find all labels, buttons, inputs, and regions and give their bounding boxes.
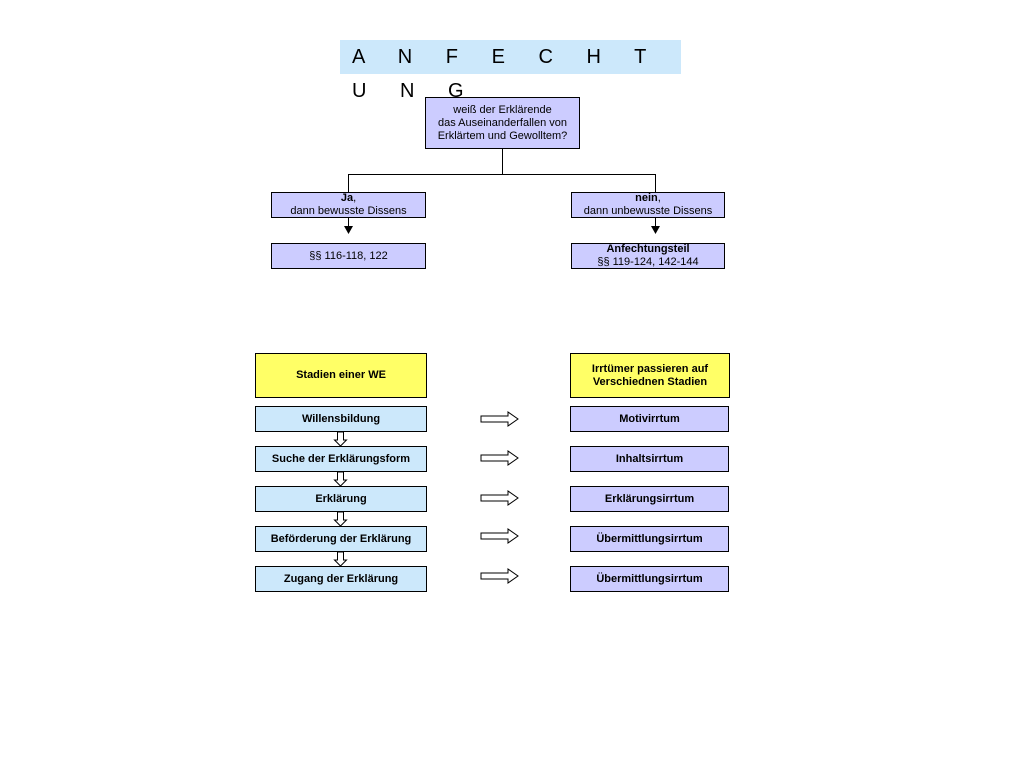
error-label-1: Motivirrtum: [619, 412, 680, 425]
question-line-2: das Auseinanderfallen von: [437, 116, 568, 129]
connector-vertical: [502, 149, 503, 174]
stage-arrow-1-icon: [333, 431, 348, 447]
stage-label-1: Willensbildung: [301, 412, 381, 425]
branch-no-text: dann unbewusste Dissens: [583, 205, 713, 217]
stage-label-4: Beförderung der Erklärung: [270, 532, 412, 545]
error-box-2: Inhaltsirrtum: [570, 446, 729, 472]
error-box-3: Erklärungsirrtum: [570, 486, 729, 512]
stage-box-5: Zugang der Erklärung: [255, 566, 427, 592]
error-box-4: Übermittlungsirrtum: [570, 526, 729, 552]
branch-no-box: nein, dann unbewusste Dissens: [571, 192, 725, 218]
stage-arrow-2-icon: [333, 471, 348, 487]
stages-header: Stadien einer WE: [255, 353, 427, 398]
error-box-1: Motivirrtum: [570, 406, 729, 432]
branch-yes-head-suffix: ,: [353, 192, 357, 204]
arrow-down-no-icon: [651, 218, 660, 234]
branch-no-heading: nein,: [635, 192, 661, 205]
stage-arrow-4-icon: [333, 551, 348, 567]
stage-label-5: Zugang der Erklärung: [283, 572, 399, 585]
question-box: weiß der Erklärende das Auseinanderfalle…: [425, 97, 580, 149]
error-label-5: Übermittlungsirrtum: [596, 572, 703, 585]
question-line-3: Erklärtem und Gewolltem?: [437, 129, 568, 142]
page-title: A N F E C H T U N G: [340, 40, 681, 102]
branch-yes-result: §§ 116-118, 122: [271, 243, 426, 269]
errors-header-line-1: Irrtümer passieren auf: [591, 362, 709, 375]
question-line-1: weiß der Erklärende: [453, 103, 552, 116]
connector-horizontal: [348, 174, 656, 175]
errors-header-line-2: Verschiednen Stadien: [592, 375, 708, 388]
link-arrow-4-icon: [480, 528, 519, 544]
connector-left: [348, 174, 349, 192]
error-label-2: Inhaltsirrtum: [615, 452, 684, 465]
stages-header-text: Stadien einer WE: [296, 369, 386, 381]
branch-yes-head: Ja: [340, 192, 354, 204]
stage-label-2: Suche der Erklärungsform: [271, 452, 411, 465]
error-box-5: Übermittlungsirrtum: [570, 566, 729, 592]
branch-no-head-suffix: ,: [657, 192, 661, 204]
branch-no-head: nein: [635, 192, 658, 204]
stage-arrow-3-icon: [333, 511, 348, 527]
link-arrow-2-icon: [480, 450, 519, 466]
error-label-3: Erklärungsirrtum: [604, 492, 695, 505]
link-arrow-3-icon: [480, 490, 519, 506]
branch-yes-text: dann bewusste Dissens: [290, 205, 407, 217]
branch-no-result: Anfechtungsteil §§ 119-124, 142-144: [571, 243, 725, 269]
errors-header: Irrtümer passieren auf Verschiednen Stad…: [570, 353, 730, 398]
stage-box-4: Beförderung der Erklärung: [255, 526, 427, 552]
connector-right: [655, 174, 656, 192]
stage-label-3: Erklärung: [315, 492, 367, 505]
branch-no-result-title: Anfechtungsteil: [606, 243, 690, 255]
stage-box-3: Erklärung: [255, 486, 427, 512]
error-label-4: Übermittlungsirrtum: [596, 532, 703, 545]
branch-yes-heading: Ja,: [341, 192, 356, 205]
branch-yes-box: Ja, dann bewusste Dissens: [271, 192, 426, 218]
link-arrow-1-icon: [480, 411, 519, 427]
link-arrow-5-icon: [480, 568, 519, 584]
branch-yes-result-text: §§ 116-118, 122: [309, 249, 388, 262]
branch-no-result-text: §§ 119-124, 142-144: [597, 256, 699, 268]
arrow-down-yes-icon: [344, 218, 353, 234]
